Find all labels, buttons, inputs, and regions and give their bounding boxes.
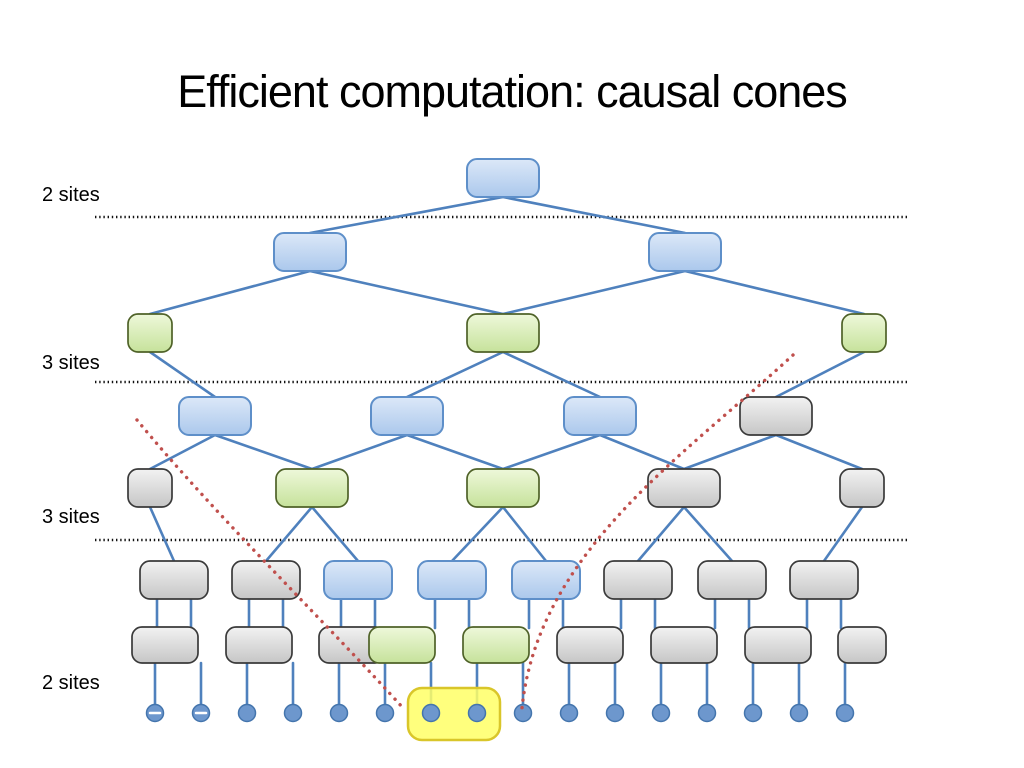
gray-tensor-node bbox=[556, 626, 624, 664]
site-circle bbox=[375, 703, 395, 723]
gray-tensor-node bbox=[127, 468, 173, 508]
tensor-wire bbox=[501, 269, 687, 316]
tensor-wire bbox=[148, 350, 217, 399]
site-circle bbox=[651, 703, 671, 723]
blue-tensor-node bbox=[178, 396, 252, 436]
blue-tensor-node bbox=[417, 560, 487, 600]
blue-tensor-node bbox=[323, 560, 393, 600]
layer-span-label-lower: 3 sites bbox=[42, 506, 100, 528]
tensor-wire bbox=[405, 433, 505, 471]
layer-span-label-top: 2 sites bbox=[42, 184, 100, 206]
blue-tensor-node bbox=[511, 560, 581, 600]
site-circle bbox=[467, 703, 487, 723]
selected-sites-highlight-box bbox=[406, 686, 502, 742]
tensor-wire bbox=[308, 269, 505, 316]
tensor-wire bbox=[501, 195, 687, 235]
blue-tensor-node bbox=[648, 232, 722, 272]
tensor-wire bbox=[598, 433, 686, 471]
gray-tensor-node bbox=[697, 560, 767, 600]
tensor-wire bbox=[310, 433, 409, 471]
tensor-wire bbox=[405, 350, 505, 399]
gray-tensor-node bbox=[647, 468, 721, 508]
blue-tensor-node bbox=[466, 158, 540, 198]
green-tensor-node bbox=[466, 468, 540, 508]
tensor-wire bbox=[148, 433, 217, 471]
tensor-wire bbox=[264, 505, 314, 563]
site-circle bbox=[835, 703, 855, 723]
site-circle bbox=[697, 703, 717, 723]
tensor-wire bbox=[450, 505, 505, 563]
gray-tensor-node bbox=[231, 560, 301, 600]
green-tensor-node bbox=[462, 626, 530, 664]
gray-tensor-node bbox=[650, 626, 718, 664]
green-tensor-node bbox=[466, 313, 540, 353]
gray-tensor-node bbox=[225, 626, 293, 664]
tensor-wire bbox=[310, 505, 360, 563]
tensor-wire bbox=[501, 433, 602, 471]
causal-cone-boundary bbox=[520, 353, 795, 710]
green-tensor-node bbox=[368, 626, 436, 664]
blue-tensor-node bbox=[563, 396, 637, 436]
site-circle bbox=[421, 703, 441, 723]
gray-tensor-node bbox=[789, 560, 859, 600]
tensor-wire bbox=[682, 505, 734, 563]
tensor-wire bbox=[682, 433, 778, 471]
tensor-wire bbox=[501, 505, 548, 563]
site-circle bbox=[329, 703, 349, 723]
gray-tensor-node bbox=[139, 560, 209, 600]
slide-title: Efficient computation: causal cones bbox=[177, 66, 848, 117]
gray-tensor-node bbox=[839, 468, 885, 508]
tensor-wire bbox=[308, 195, 505, 235]
site-circle bbox=[559, 703, 579, 723]
causal-cone-boundary bbox=[135, 418, 405, 710]
layer-span-label-bottom: 2 sites bbox=[42, 672, 100, 694]
tensor-wire bbox=[822, 505, 864, 563]
tensor-wire bbox=[148, 269, 312, 316]
blue-tensor-node bbox=[370, 396, 444, 436]
tensor-wire bbox=[148, 505, 176, 563]
green-tensor-node bbox=[841, 313, 887, 353]
green-tensor-node bbox=[275, 468, 349, 508]
blue-tensor-node bbox=[273, 232, 347, 272]
gray-tensor-node bbox=[837, 626, 887, 664]
site-circle bbox=[513, 703, 533, 723]
gray-tensor-node bbox=[603, 560, 673, 600]
gray-tensor-node bbox=[739, 396, 813, 436]
tensor-wire bbox=[683, 269, 866, 316]
site-circle bbox=[605, 703, 625, 723]
green-tensor-node bbox=[127, 313, 173, 353]
tensor-wire bbox=[774, 433, 864, 471]
site-circle bbox=[237, 703, 257, 723]
site-circle bbox=[743, 703, 763, 723]
gray-tensor-node bbox=[131, 626, 199, 664]
tensor-wire bbox=[501, 350, 602, 399]
site-circle bbox=[789, 703, 809, 723]
tensor-wire bbox=[774, 350, 866, 399]
site-circle bbox=[283, 703, 303, 723]
tensor-wire bbox=[213, 433, 314, 471]
layer-span-label-upper: 3 sites bbox=[42, 352, 100, 374]
gray-tensor-node bbox=[744, 626, 812, 664]
tensor-wire bbox=[636, 505, 686, 563]
